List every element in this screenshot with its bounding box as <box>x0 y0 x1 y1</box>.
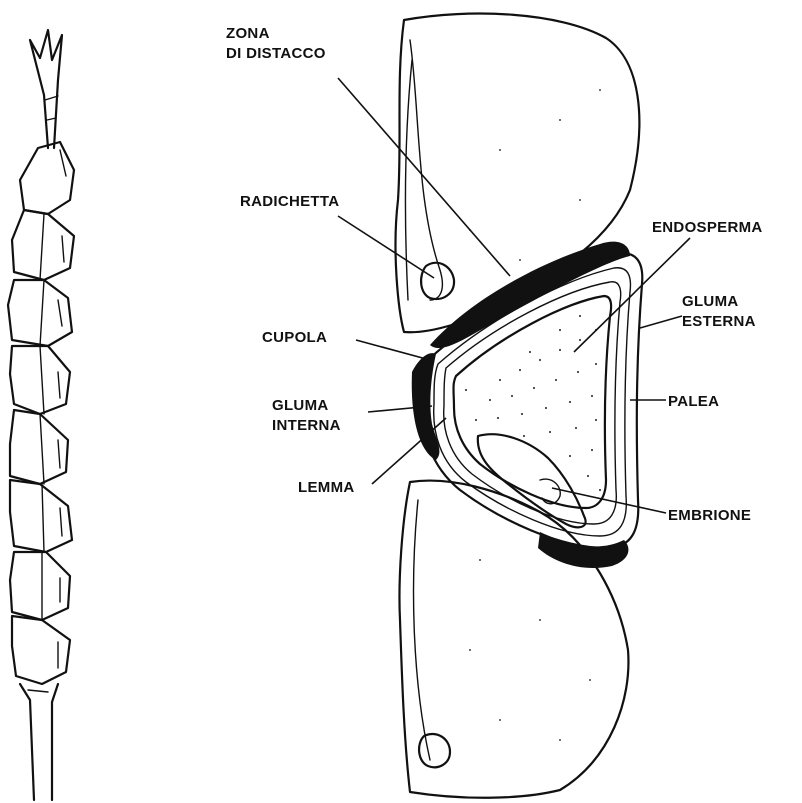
label-gluma-esterna-line2: ESTERNA <box>682 313 756 330</box>
leader-radichetta <box>338 216 434 278</box>
segment-stipple <box>469 89 601 741</box>
label-radichetta: RADICHETTA <box>240 193 339 210</box>
labels: ZONA DI DISTACCO RADICHETTA ENDOSPERMA G… <box>226 25 763 524</box>
label-gluma-interna-line2: INTERNA <box>272 417 341 434</box>
leader-gluma-esterna <box>640 316 682 328</box>
leader-cupola <box>356 340 430 360</box>
label-cupola: CUPOLA <box>262 329 327 346</box>
lower-rachis-segment <box>399 481 628 798</box>
endosperm-stipple <box>465 315 601 491</box>
label-lemma: LEMMA <box>298 479 355 496</box>
leader-zona-di-distacco <box>338 78 510 276</box>
spikelet-section <box>396 14 643 798</box>
label-palea: PALEA <box>668 393 719 410</box>
label-zona-di-distacco-line2: DI DISTACCO <box>226 45 326 62</box>
label-gluma-esterna-line1: GLUMA <box>682 293 739 310</box>
label-endosperma: ENDOSPERMA <box>652 219 763 236</box>
spike-illustration <box>8 30 74 800</box>
label-zona-di-distacco-line1: ZONA <box>226 25 270 42</box>
label-gluma-interna-line1: GLUMA <box>272 397 329 414</box>
label-embrione: EMBRIONE <box>668 507 751 524</box>
leader-embrione <box>552 488 666 513</box>
